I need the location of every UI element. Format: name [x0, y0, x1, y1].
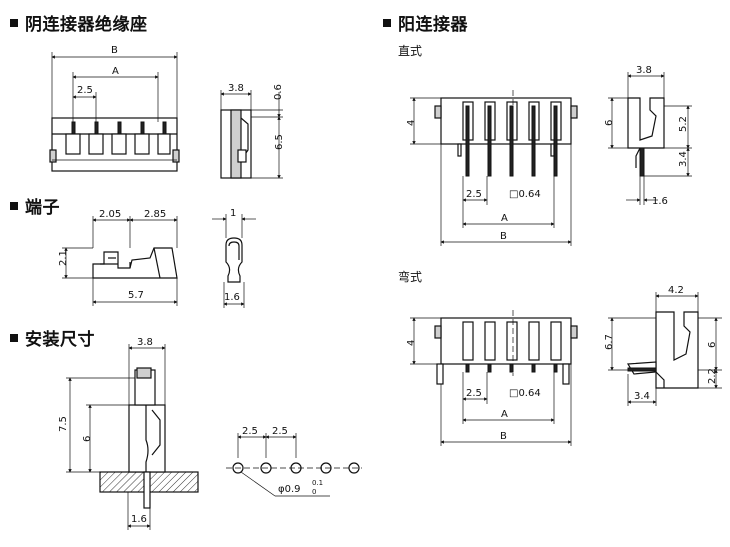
pcb-hole-1 [232, 462, 244, 474]
dim-terminal-285: 2.85 [144, 209, 166, 220]
dim-straight-a: A [501, 213, 508, 224]
dim-label-b: B [111, 45, 118, 56]
dim-terminal-16: 1.6 [224, 292, 240, 303]
male-straight-side-view: 3.8 6 5.2 3.4 1.6 [604, 65, 692, 207]
male-right-angle-side-view: 4.2 6.7 6 2.2 3.4 [604, 285, 722, 406]
male-right-angle-pins [462, 321, 562, 373]
dim-height-06: 0.6 [273, 84, 284, 100]
dim-right-angle-a: A [501, 409, 508, 420]
dim-straight-side-16: 1.6 [652, 196, 668, 207]
dim-straight-pin-square: □0.64 [509, 189, 541, 200]
dim-right-angle-side-22: 2.2 [707, 368, 718, 384]
dim-straight-b: B [500, 231, 507, 242]
square-bullet-icon [10, 202, 18, 210]
dim-straight-4: 4 [406, 120, 417, 126]
dim-width-female-side: 3.8 [228, 83, 244, 94]
terminal-side-view: 2.05 2.85 2.1 5.7 [58, 209, 178, 306]
dim-hole-pitch-2: 2.5 [272, 426, 288, 437]
square-bullet-icon [383, 19, 391, 27]
dim-hole-tolerance: 0.1 [312, 479, 323, 487]
dim-hole-tolerance-zero: 0 [312, 488, 316, 496]
dim-mount-38: 3.8 [137, 337, 153, 348]
dim-terminal-21: 2.1 [58, 250, 69, 266]
subtitle-right-angle: 弯式 [398, 270, 423, 284]
male-right-angle-front-view: 4 2.5 □0.64 A B [406, 310, 578, 446]
dim-right-angle-side-42: 4.2 [668, 285, 684, 296]
dim-right-angle-b: B [500, 431, 507, 442]
subtitle-straight: 直式 [398, 44, 423, 58]
square-bullet-icon [10, 19, 18, 27]
dim-terminal-205: 2.05 [99, 209, 121, 220]
section-title-male-connector: 阳连接器 [383, 10, 468, 35]
dim-terminal-1: 1 [230, 208, 236, 219]
dim-right-angle-4: 4 [406, 340, 417, 346]
terminal-end-view: 1 1.6 [212, 208, 256, 308]
square-bullet-icon [10, 334, 18, 342]
female-housing-front-view: B A 2.5 [49, 45, 180, 172]
dim-mount-6: 6 [82, 436, 93, 442]
dim-straight-side-6: 6 [604, 120, 615, 126]
dim-right-angle-pitch: 2.5 [466, 388, 482, 399]
female-pin-slots [65, 121, 171, 155]
mounting-side-section: 3.8 7.5 6 1.6 [58, 337, 199, 530]
section-title-mounting: 安装尺寸 [10, 325, 95, 350]
dim-hole-diameter: φ0.9 [278, 484, 301, 495]
dim-pitch-female: 2.5 [77, 85, 93, 96]
dim-straight-side-34: 3.4 [678, 151, 689, 167]
dim-mount-16: 1.6 [131, 514, 147, 525]
section-title-female-housing: 阴连接器绝缘座 [10, 10, 148, 35]
dim-right-angle-side-6: 6 [707, 342, 718, 348]
dim-height-65: 6.5 [274, 134, 285, 150]
dim-straight-side-52: 5.2 [678, 116, 689, 132]
dim-right-angle-pin-square: □0.64 [509, 388, 541, 399]
dim-terminal-57: 5.7 [128, 290, 144, 301]
dim-hole-pitch-1: 2.5 [242, 426, 258, 437]
section-title-terminal: 端子 [10, 193, 60, 218]
dim-right-angle-side-67: 6.7 [604, 334, 615, 350]
dim-straight-pitch: 2.5 [466, 189, 482, 200]
dim-label-a: A [112, 66, 119, 77]
mounting-hole-pattern: 2.5 2.5 φ0.9 0.1 0 [226, 426, 362, 497]
male-straight-pins [462, 101, 562, 177]
dim-straight-side-38: 3.8 [636, 65, 652, 76]
male-straight-front-view: 4 2.5 □0.64 A B [406, 90, 578, 246]
female-housing-side-view: 3.8 0.6 6.5 [220, 83, 285, 179]
dim-right-angle-side-34: 3.4 [634, 391, 650, 402]
dim-mount-75: 7.5 [58, 416, 69, 432]
